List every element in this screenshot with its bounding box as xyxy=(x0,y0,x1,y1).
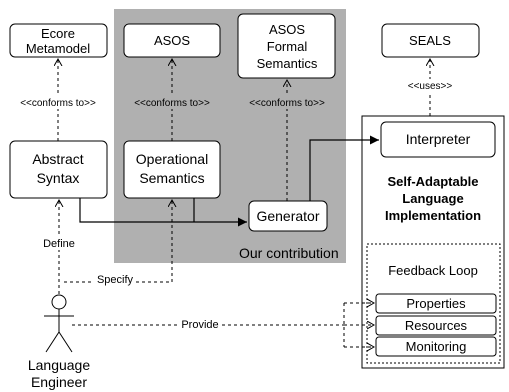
language-engineer-actor xyxy=(44,294,74,353)
specify-label-bg xyxy=(94,272,136,286)
edge-generator-to-interpreter xyxy=(309,135,379,201)
asos-label: ASOS xyxy=(154,33,190,48)
feedback-loop-label: Feedback Loop xyxy=(388,263,478,278)
conforms-label-2-bg xyxy=(127,96,217,109)
resources-box xyxy=(375,315,497,336)
properties-label: Properties xyxy=(406,296,466,311)
conforms-label-1-bg xyxy=(15,96,102,109)
asos-formal-line1: ASOS xyxy=(269,22,305,37)
asos-formal-semantics-box xyxy=(237,13,336,79)
define-label: Define xyxy=(43,238,75,250)
seals-box xyxy=(381,23,480,58)
sali-title-line2: Language xyxy=(402,191,463,206)
asos-box xyxy=(123,23,221,58)
specify-label: Specify xyxy=(97,274,134,286)
operational-semantics-line1: Operational xyxy=(136,151,208,167)
operational-semantics-line2: Semantics xyxy=(139,170,204,186)
resources-label: Resources xyxy=(405,318,468,333)
abstract-syntax-line2: Syntax xyxy=(37,170,80,186)
actor-label-line1: Language xyxy=(28,357,91,373)
our-contribution-label: Our contribution xyxy=(239,245,339,261)
ecore-metamodel-line2: Metamodel xyxy=(26,41,90,56)
conforms-label-2: <<conforms to>> xyxy=(134,98,210,109)
conforms-label-3-bg xyxy=(242,96,332,109)
generator-label: Generator xyxy=(256,208,319,224)
asos-formal-line2: Formal xyxy=(267,39,308,54)
properties-box xyxy=(375,293,497,314)
ecore-metamodel-line1: Ecore xyxy=(41,26,75,41)
ecore-metamodel-box xyxy=(9,23,108,58)
define-label-bg xyxy=(40,237,78,250)
actor-label-line2: Engineer xyxy=(31,374,87,390)
seals-label: SEALS xyxy=(409,33,451,48)
generator-box xyxy=(248,200,328,232)
interpreter-label: Interpreter xyxy=(406,131,471,147)
interpreter-box xyxy=(380,121,496,158)
monitoring-label: Monitoring xyxy=(406,339,467,354)
edge-abstract-to-generator xyxy=(79,198,247,227)
monitoring-box xyxy=(375,336,497,357)
uses-label: <<uses>> xyxy=(408,81,453,92)
provide-label: Provide xyxy=(181,319,218,331)
asos-formal-line3: Semantics xyxy=(257,56,318,71)
sali-title-line1: Self-Adaptable xyxy=(387,174,478,189)
sali-title-line3: Implementation xyxy=(385,208,481,223)
uses-label-bg xyxy=(404,79,456,92)
abstract-syntax-line1: Abstract xyxy=(32,151,83,167)
conforms-label-1: <<conforms to>> xyxy=(20,98,96,109)
conforms-label-3: <<conforms to>> xyxy=(249,98,325,109)
provide-label-bg xyxy=(180,318,220,331)
